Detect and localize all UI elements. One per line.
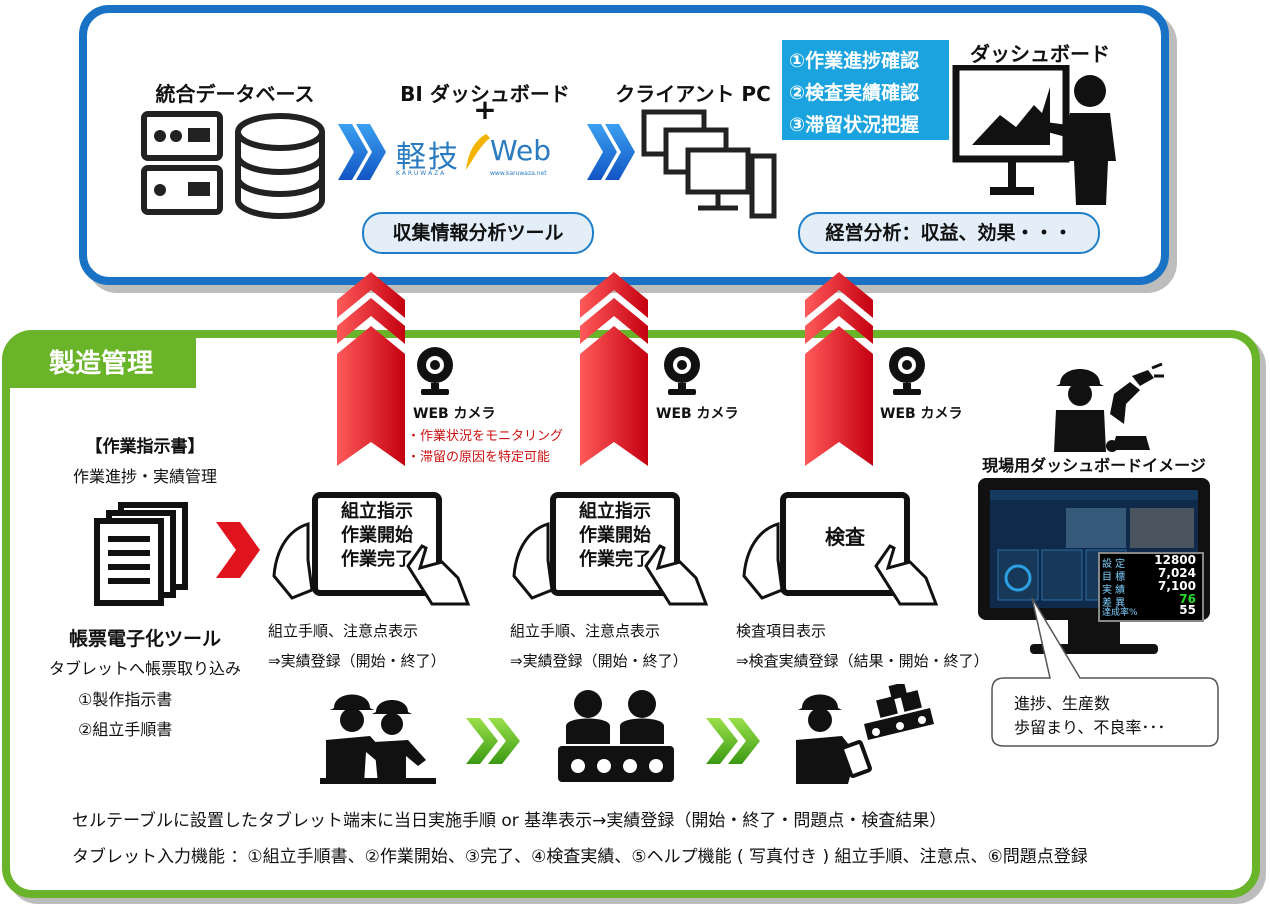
logo-swoosh-icon <box>466 134 490 170</box>
flow-chevron-icon <box>338 124 386 180</box>
upload-arrow-icon <box>580 272 648 466</box>
dashboard-items-box <box>782 40 949 140</box>
server-database-icon <box>141 111 325 219</box>
tablet-line: 検査 <box>825 525 865 549</box>
client-pc-icon <box>641 109 777 219</box>
tablet-line: 作業開始 <box>579 525 651 546</box>
documents-icon <box>94 502 188 606</box>
tablet-line: 組立指示 <box>579 501 651 522</box>
monitor-base <box>1030 644 1158 654</box>
tablet-line: 作業完了 <box>341 549 413 570</box>
plus-sign: + <box>473 93 497 126</box>
stat-value: 76 <box>1179 592 1196 606</box>
monitor-screen-graphics <box>990 490 1198 601</box>
webcam-note: ・滞留の原因を特定可能 <box>407 450 551 465</box>
logo-sub-left: K A R U W A Z A <box>396 170 445 177</box>
hand-left-icon <box>742 521 784 600</box>
tablet-line: 作業開始 <box>341 525 413 546</box>
tablet-desc: ⇒検査実績登録（結果・開始・終了） <box>736 652 989 670</box>
webcam-label: WEB カメラ <box>880 406 963 422</box>
tablet-desc: 組立手順、注意点表示 <box>268 622 419 640</box>
tablet-line: 作業完了 <box>579 549 651 570</box>
green-chevron-icon <box>706 718 760 764</box>
upload-arrow-icon <box>805 272 873 466</box>
monitor-stand <box>1068 620 1120 646</box>
inspector-icon <box>796 684 934 784</box>
webcam-icon <box>889 347 925 395</box>
bottom-line-2: タブレット入力機能 ：①組立手順書、②作業開始、③完了、④検査実績、⑤ヘルプ機能… <box>72 847 1088 867</box>
dashboard-item-3: ③滞留状況把握 <box>789 114 920 136</box>
stat-label: 実 績 <box>1102 585 1126 596</box>
hand-left-icon <box>272 521 314 600</box>
flow-chevron-icon <box>587 124 635 180</box>
green-chevron-icon <box>466 718 520 764</box>
client-pc-title: クライアント PC <box>615 82 771 106</box>
tablet-desc: 検査項目表示 <box>736 622 827 640</box>
dashboard-item-2: ②検査実績確認 <box>789 82 920 104</box>
tablet <box>550 492 680 596</box>
tablet-desc: ⇒実績登録（開始・終了） <box>268 652 446 670</box>
section-title-tab <box>6 334 196 388</box>
section-title: 製造管理 <box>48 349 153 379</box>
webcam-label: WEB カメラ <box>413 406 496 422</box>
logo-web: Web <box>490 134 552 167</box>
digitization-tool-title: 帳票電子化ツール <box>68 628 221 650</box>
karuwaza-web-logo: 軽技 Web K A R U W A Z A www.karuwaza.net <box>392 130 572 182</box>
dashboard-pill: 経営分析：収益、効果・・・ <box>798 212 1100 254</box>
logo-kanji: 軽技 <box>396 140 460 175</box>
upload-arrow-icon <box>337 272 405 466</box>
tablet-desc: ⇒実績登録（開始・終了） <box>510 652 688 670</box>
workers-icon <box>320 694 436 784</box>
hand-left-icon <box>512 521 554 600</box>
stat-value: 7,100 <box>1158 579 1196 593</box>
hand-right-icon <box>874 544 939 606</box>
bubble-line: 歩留まり、不良率･･･ <box>1014 718 1166 737</box>
bi-dashboard-title: BI ダッシュボード <box>400 82 570 106</box>
logo-sub-right: www.karuwaza.net <box>490 170 547 177</box>
stat-label: 差 異 <box>1102 598 1126 609</box>
dashboard-title: ダッシュボード <box>970 42 1110 66</box>
stats-panel <box>1098 552 1204 622</box>
worker-robot-icon <box>1054 362 1164 452</box>
assembly-line-icon <box>558 690 674 782</box>
dashboard-item-1: ①作業進捗確認 <box>789 50 920 72</box>
stat-label: 目 標 <box>1102 572 1126 583</box>
tablet-line: 組立指示 <box>341 501 413 522</box>
speech-bubble <box>991 597 1219 747</box>
stat-label: 達成率% <box>1102 608 1138 618</box>
stat-label: 設 定 <box>1102 559 1126 570</box>
stat-value: 55 <box>1179 603 1196 617</box>
document-item-2: ②組立手順書 <box>78 720 173 739</box>
work-instruction-subtitle: 作業進捗・実績管理 <box>72 467 217 486</box>
digitization-tool-desc: タブレットへ帳票取り込み <box>48 659 241 678</box>
bi-pill: 収集情報分析ツール <box>362 212 594 254</box>
presenter-icon <box>952 65 1116 205</box>
bubble-line: 進捗、生産数 <box>1014 694 1111 713</box>
webcam-icon <box>664 347 700 395</box>
webcam-icon <box>417 347 453 395</box>
database-title: 統合データベース <box>155 82 315 106</box>
work-instruction-title: 【作業指示書】 <box>85 437 205 457</box>
field-dashboard-title: 現場用ダッシュボードイメージ <box>982 456 1206 475</box>
webcam-label: WEB カメラ <box>656 406 739 422</box>
stat-value: 7,024 <box>1158 566 1196 580</box>
webcam-note: ・作業状況をモニタリング <box>407 429 564 444</box>
stat-value: 12800 <box>1154 553 1196 567</box>
red-chevron-icon <box>216 522 260 578</box>
bottom-line-1: セルテーブルに設置したタブレット端末に当日実施手順 or 基準表示→実績登録（開… <box>72 811 947 831</box>
document-item-1: ①製作指示書 <box>78 690 173 709</box>
tablet-desc: 組立手順、注意点表示 <box>510 622 661 640</box>
hand-right-icon <box>406 544 471 606</box>
hand-right-icon <box>644 544 709 606</box>
